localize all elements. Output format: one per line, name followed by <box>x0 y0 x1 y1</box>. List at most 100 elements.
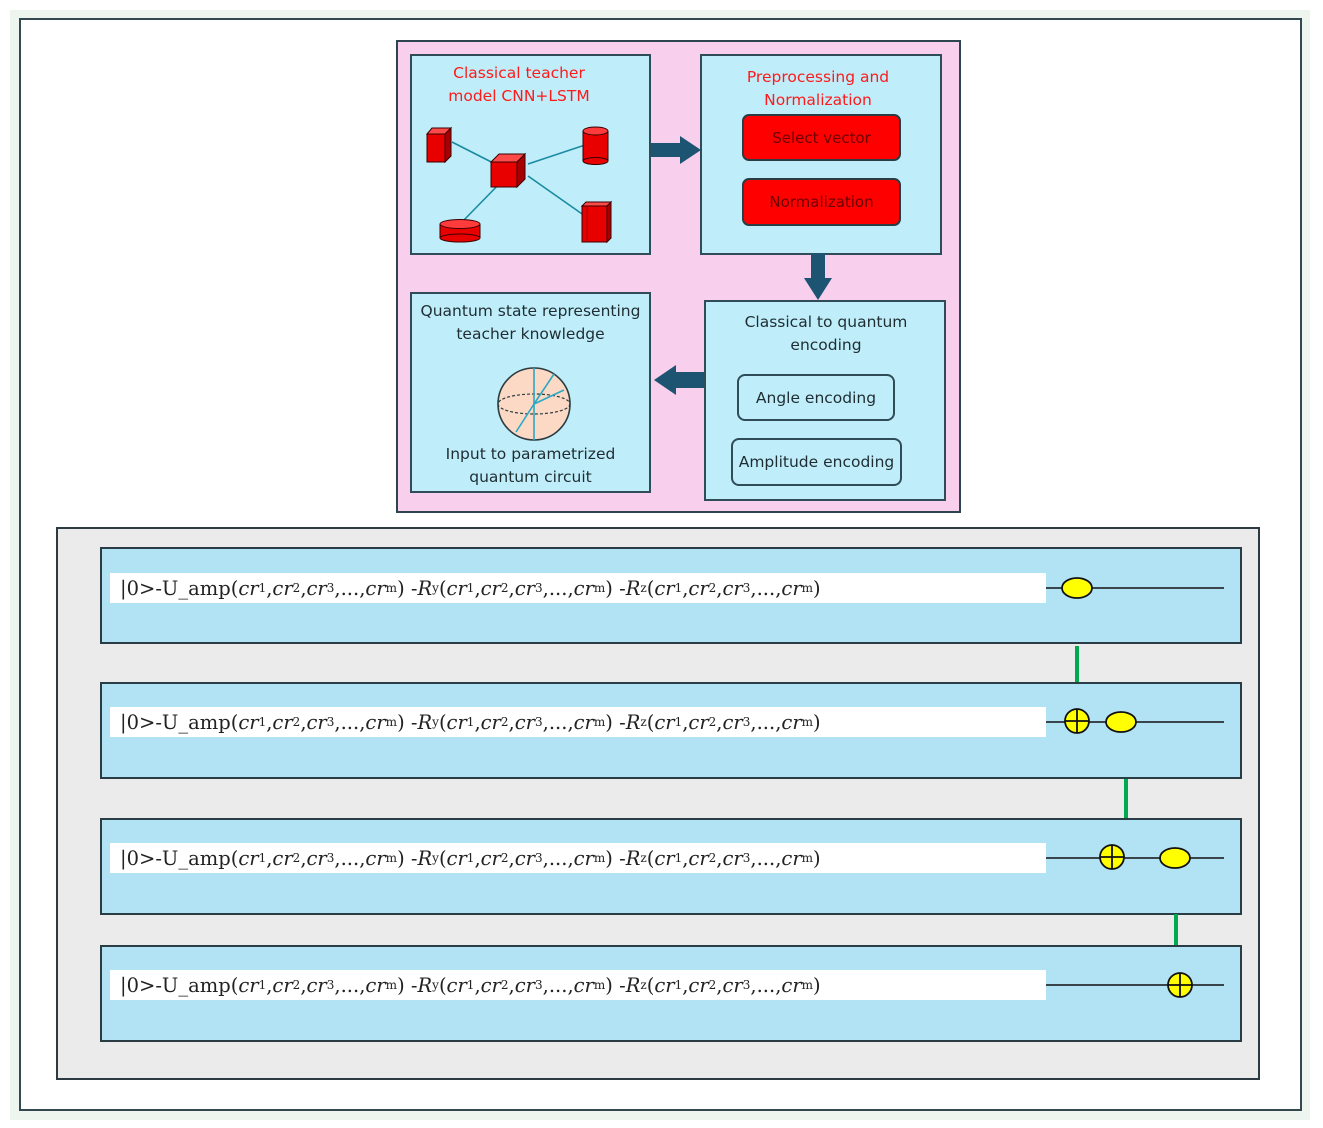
param-symbol: cr <box>722 710 743 734</box>
param-index: m <box>385 715 398 729</box>
ket-label: |0> <box>120 710 156 734</box>
gate-rz-sub: z <box>640 581 647 595</box>
param-symbol: cr <box>306 576 327 600</box>
cnot-target-icon <box>1167 972 1193 998</box>
teacher-model-title: Classical teacher model CNN+LSTM <box>448 64 590 105</box>
gate-ry-sub: y <box>432 581 439 595</box>
bloch-sphere-icon <box>497 367 571 441</box>
cube-node-icon <box>489 152 527 189</box>
param-index: 2 <box>708 851 717 865</box>
gate-rz-sub: z <box>640 978 647 992</box>
param-index: 3 <box>326 715 335 729</box>
param-symbol: cr <box>238 576 259 600</box>
param-index: 3 <box>742 715 751 729</box>
param-symbol: cr <box>306 710 327 734</box>
gate-rz: R <box>625 710 641 734</box>
param-symbol: cr <box>654 973 675 997</box>
control-dot-icon <box>1061 577 1093 599</box>
param-index: m <box>593 851 606 865</box>
teacher-network-graphic <box>425 126 613 244</box>
param-index: 3 <box>534 978 543 992</box>
param-index: 3 <box>534 851 543 865</box>
param-index: 2 <box>292 851 301 865</box>
param-symbol: cr <box>781 576 802 600</box>
param-index: m <box>801 715 814 729</box>
normalization-step: Normalization <box>742 178 901 226</box>
param-symbol: cr <box>306 973 327 997</box>
param-index: m <box>385 581 398 595</box>
arrow-left-icon <box>654 365 704 395</box>
param-index: 3 <box>534 581 543 595</box>
param-index: 2 <box>708 978 717 992</box>
gate-rz: R <box>625 973 641 997</box>
param-symbol: cr <box>573 710 594 734</box>
param-index: 2 <box>500 978 509 992</box>
param-symbol: cr <box>654 576 675 600</box>
param-symbol: cr <box>446 973 467 997</box>
param-symbol: cr <box>514 576 535 600</box>
control-dot-icon <box>1105 711 1137 733</box>
gate-ry: R <box>417 846 433 870</box>
param-symbol: cr <box>654 846 675 870</box>
ellipsis: ... <box>340 576 360 600</box>
ellipsis: ... <box>756 710 776 734</box>
param-index: 1 <box>258 581 267 595</box>
param-index: 3 <box>326 978 335 992</box>
param-index: 1 <box>466 978 475 992</box>
param-symbol: cr <box>272 710 293 734</box>
param-symbol: cr <box>446 576 467 600</box>
param-index: 1 <box>674 715 683 729</box>
gate-u-amp: U_amp <box>161 710 231 734</box>
param-index: 1 <box>674 851 683 865</box>
param-index: m <box>593 581 606 595</box>
ellipsis: ... <box>548 576 568 600</box>
param-symbol: cr <box>781 973 802 997</box>
param-index: 3 <box>742 978 751 992</box>
param-index: 3 <box>326 851 335 865</box>
param-index: 3 <box>742 851 751 865</box>
gate-rz: R <box>625 846 641 870</box>
param-symbol: cr <box>272 846 293 870</box>
param-symbol: cr <box>480 846 501 870</box>
param-index: m <box>385 851 398 865</box>
param-index: 3 <box>742 581 751 595</box>
param-symbol: cr <box>365 846 386 870</box>
param-index: 1 <box>466 715 475 729</box>
param-index: m <box>801 851 814 865</box>
gate-ry: R <box>417 973 433 997</box>
param-symbol: cr <box>306 846 327 870</box>
param-index: 2 <box>708 715 717 729</box>
ellipsis: ... <box>548 973 568 997</box>
ellipsis: ... <box>340 973 360 997</box>
block-node-icon <box>580 200 613 244</box>
param-index: 2 <box>500 715 509 729</box>
param-symbol: cr <box>688 576 709 600</box>
cnot-target-icon <box>1099 844 1125 870</box>
param-index: m <box>801 978 814 992</box>
preprocessing-title: Preprocessing and Normalization <box>746 68 890 109</box>
param-index: 1 <box>674 581 683 595</box>
ket-label: |0> <box>120 576 156 600</box>
param-index: 1 <box>466 581 475 595</box>
param-symbol: cr <box>688 846 709 870</box>
arrow-down-icon <box>804 253 832 300</box>
gate-u-amp: U_amp <box>161 846 231 870</box>
select-vector-step: Select vector <box>742 114 901 161</box>
quantum-state-title: Quantum state representing teacher knowl… <box>420 302 641 343</box>
gate-u-amp: U_amp <box>161 973 231 997</box>
param-index: 2 <box>500 581 509 595</box>
param-symbol: cr <box>573 576 594 600</box>
param-symbol: cr <box>722 846 743 870</box>
param-symbol: cr <box>722 973 743 997</box>
param-index: 1 <box>258 715 267 729</box>
param-symbol: cr <box>238 710 259 734</box>
param-symbol: cr <box>480 973 501 997</box>
gate-u-amp: U_amp <box>161 576 231 600</box>
param-symbol: cr <box>573 846 594 870</box>
param-index: 2 <box>292 978 301 992</box>
param-symbol: cr <box>272 973 293 997</box>
ellipsis: ... <box>548 710 568 734</box>
